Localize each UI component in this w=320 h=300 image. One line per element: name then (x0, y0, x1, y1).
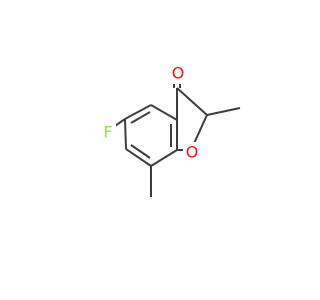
carbonyl-oxygen-mask (167, 64, 189, 84)
bond-c5-c4-inner (130, 111, 151, 124)
atom-labels: O O F (100, 64, 201, 162)
bond-layer (111, 82, 241, 197)
bond-c3-c2 (176, 87, 208, 116)
ring-oxygen: O (186, 143, 199, 162)
molecule-structure: O O F (100, 63, 241, 197)
bond-c2-methyl (206, 107, 241, 116)
bond-c4-c3a (150, 104, 178, 121)
bond-c7a-c7 (150, 149, 178, 167)
fluorine-mask (100, 124, 116, 142)
ring-oxygen-mask (183, 142, 201, 162)
bond-c7-c6-inner (130, 144, 151, 159)
fluorine-atom: F (103, 123, 112, 142)
bond-c5-c4 (124, 104, 152, 120)
bond-c7-c6 (125, 148, 152, 167)
bond-c5-c6 (124, 118, 127, 150)
carbonyl-oxygen: O (172, 64, 185, 83)
molecule-canvas: O O F (100, 63, 241, 197)
